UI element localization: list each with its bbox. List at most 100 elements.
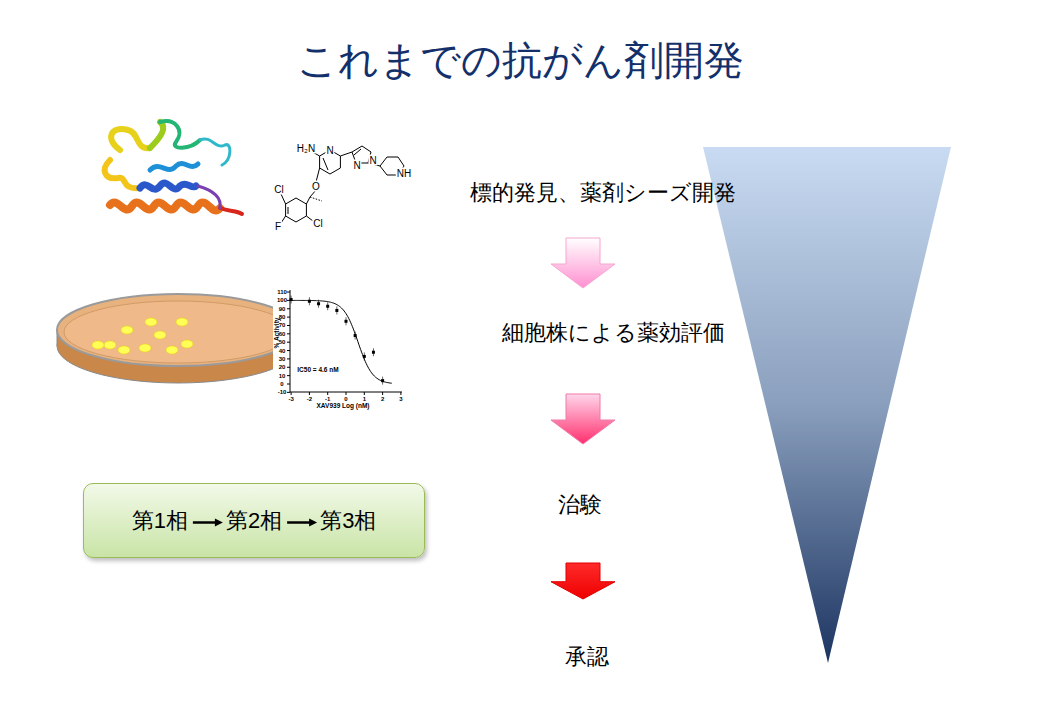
error-bar xyxy=(318,300,319,308)
phase-box: 第1相第2相第3相 xyxy=(83,483,425,558)
funnel-triangle xyxy=(703,147,951,663)
atom-label: N xyxy=(352,160,361,171)
axis-tick xyxy=(287,342,290,343)
drawing-line xyxy=(290,290,291,392)
atom-label: O xyxy=(311,181,321,192)
drawing-path xyxy=(150,163,198,170)
drawing-ellipse xyxy=(121,326,133,334)
axis-tick-label: -1 xyxy=(325,396,330,403)
petri-dish xyxy=(57,294,299,383)
drawing-line xyxy=(281,194,286,204)
drawing-ellipse xyxy=(139,344,151,352)
axis-tick xyxy=(327,392,328,395)
error-bar xyxy=(382,377,383,385)
axis-tick xyxy=(382,392,383,395)
axis-tick xyxy=(287,325,290,326)
axis-tick xyxy=(287,367,290,368)
block-arrow xyxy=(551,238,615,288)
axis-tick-label: 100 xyxy=(277,297,287,304)
atom-label: N xyxy=(368,155,377,166)
drawing-ellipse xyxy=(64,301,292,363)
axis-tick-label: -10 xyxy=(278,389,287,396)
axis-tick-label: 20 xyxy=(279,364,286,371)
title: これまでの抗がん剤開発 xyxy=(0,32,1040,88)
dose-response-chart xyxy=(273,285,408,412)
chart-text: IC50 = 4.6 nM xyxy=(297,366,338,374)
stage-label: 標的発見、薬剤シーズ開発 xyxy=(466,176,741,210)
error-bar xyxy=(327,302,328,310)
atom-label: F xyxy=(274,221,282,232)
drawing-g xyxy=(92,318,193,354)
axis-tick-label: -3 xyxy=(288,396,293,403)
axis-tick-label: 1 xyxy=(363,396,366,403)
axis-tick xyxy=(287,358,290,359)
stage-label: 細胞株による薬効評価 xyxy=(498,316,730,350)
axis-tick xyxy=(287,392,290,393)
protein-ribbon xyxy=(105,121,242,214)
axis-tick xyxy=(291,392,292,395)
axis-tick xyxy=(287,384,290,385)
drawing-ellipse xyxy=(104,341,116,349)
drawing-ellipse xyxy=(176,318,188,326)
drawing-line xyxy=(288,207,289,214)
drawing-path xyxy=(111,129,150,150)
drawing-line xyxy=(306,197,310,204)
drawing-ellipse xyxy=(118,346,130,354)
drawing-ellipse xyxy=(166,346,178,354)
stage-text: 承認 xyxy=(565,642,610,672)
drawing-ellipse xyxy=(181,340,193,348)
drawing-line xyxy=(310,197,322,201)
axis-tick xyxy=(287,300,290,301)
drawing-path xyxy=(150,122,163,148)
drawing-ellipse xyxy=(154,331,166,339)
drawing-line xyxy=(340,152,352,156)
atom-label: Cl xyxy=(312,218,323,229)
block-arrow xyxy=(551,394,615,444)
axis-tick-label: 0 xyxy=(280,381,283,388)
axis-tick-label: 30 xyxy=(279,355,286,362)
chart-text: % Activity xyxy=(273,318,281,349)
block-arrow xyxy=(551,563,615,599)
error-bar xyxy=(291,296,292,304)
drawing-path xyxy=(110,202,220,210)
atom-label: N xyxy=(325,145,334,156)
phase-arrow-shaft xyxy=(287,521,311,524)
drawing-line xyxy=(323,158,328,170)
axis-tick xyxy=(287,308,290,309)
phase-text: 第1相 xyxy=(132,506,188,536)
error-bar xyxy=(346,317,347,325)
drawing-path xyxy=(140,183,196,189)
axis-tick xyxy=(287,375,290,376)
phase-arrow-head xyxy=(309,519,317,527)
axis-tick-label: 110 xyxy=(277,289,287,296)
drawing-line xyxy=(354,149,361,155)
drawing-polygon xyxy=(286,198,307,222)
error-bar xyxy=(373,348,374,356)
axis-tick xyxy=(364,392,365,395)
phase-text: 第2相 xyxy=(226,506,282,536)
drawing-ellipse xyxy=(92,341,104,349)
axis-tick-label: 90 xyxy=(279,305,286,312)
error-bar xyxy=(336,306,337,314)
atom-label: NH xyxy=(396,168,412,179)
fit-curve xyxy=(291,300,392,383)
axis-tick-label: 10 xyxy=(279,372,286,379)
axis-tick-label: 2 xyxy=(381,396,384,403)
axis-tick xyxy=(287,333,290,334)
axis-tick xyxy=(400,392,401,395)
error-bar xyxy=(309,297,310,305)
drawing-path xyxy=(200,139,230,165)
stage-text: 細胞株による薬効評価 xyxy=(502,318,726,348)
drawing-path xyxy=(160,121,200,148)
axis-tick-label: 0 xyxy=(344,396,347,403)
drawing-rect xyxy=(273,285,408,412)
stage-label: 治験 xyxy=(554,488,607,522)
phase-arrow-shaft xyxy=(193,521,217,524)
axis-tick xyxy=(287,350,290,351)
stage-text: 標的発見、薬剤シーズ開発 xyxy=(470,178,737,208)
axis-tick-label: -2 xyxy=(307,396,312,403)
chemical-structure xyxy=(281,146,404,223)
axis-tick xyxy=(346,392,347,395)
